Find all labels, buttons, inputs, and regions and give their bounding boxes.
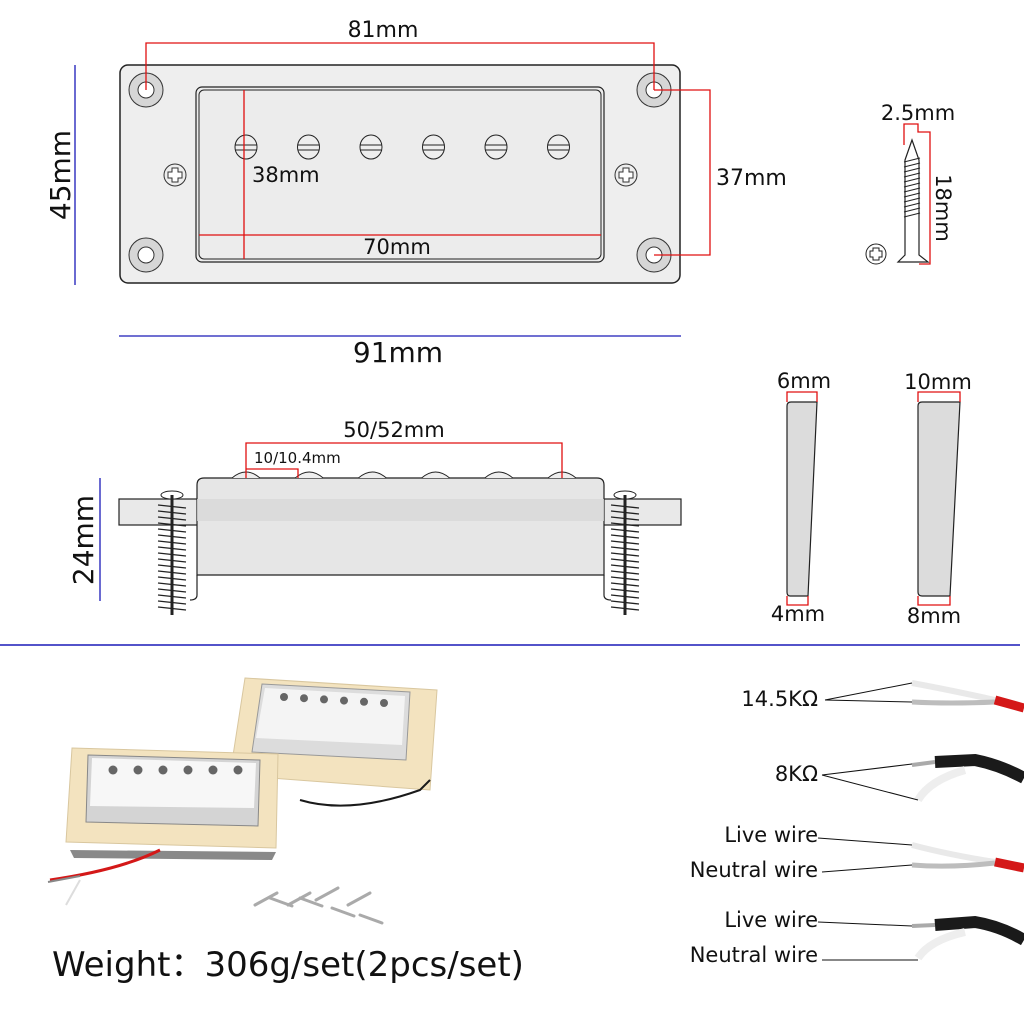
side-pole-cap [358,471,387,479]
side-pole-cap [484,471,514,479]
dim-81mm-line [145,42,655,90]
neutral-wire-label-2: Neutral wire [689,943,818,967]
corner-hole-bottom-left [128,237,164,273]
phillips-screw-right-icon [614,163,638,187]
pole-piece-icon [422,134,445,160]
dim-pole-spacing-label: 10/10.4mm [254,449,341,467]
phillips-head-icon [865,243,887,265]
screw-length-label: 18mm [931,174,955,242]
side-pole-cap [421,471,450,479]
dim-70mm-label: 70mm [363,235,431,259]
top-view-pickup: 81mm 37mm 38mm 70mm 45mm 91mm [44,18,787,369]
product-photo [47,677,438,925]
pickup-cover-outer [195,86,605,263]
pole-piece-icon [547,134,570,160]
mounting-screw: 2.5mm 18mm [865,101,955,265]
dim-pole-span-line [245,442,563,478]
screw-diameter-label: 2.5mm [881,101,955,125]
dim-37mm-label: 37mm [716,166,787,191]
weight-caption: Weight：306g/set(2pcs/set) [52,945,524,985]
ring-overlap [197,499,604,521]
dim-81mm-label: 81mm [348,18,419,43]
base-plate-legs [189,575,612,601]
screw-photo [298,896,324,908]
profile-large-bottom-label: 8mm [906,604,962,628]
profile-small-bottom-label: 4mm [770,602,826,626]
pole-piece-icon [234,134,258,160]
pickup-front [47,747,279,906]
side-pole-caps [231,471,577,479]
screw-photo [358,913,384,925]
dim-91mm-label: 91mm [353,336,443,369]
live-wire-label-1: Live wire [724,823,818,847]
resistance-label-1: 14.5KΩ [741,687,818,711]
pickup-cover-inner [198,89,602,260]
dim-24mm-label: 24mm [67,495,100,585]
live-wire-label-2: Live wire [724,908,818,932]
dim-pole-span-label: 50/52mm [343,418,444,442]
dim-pole-spacing-line [246,468,299,478]
screw-photo [253,891,279,907]
screw-photo [346,891,372,907]
pickup-cover-side [196,477,605,576]
wiring-diagram [817,680,1024,961]
screw-threads [903,157,921,218]
ring-profile-large: 10mm [904,370,972,606]
screw-photo [330,906,356,918]
resistance-label-2: 8KΩ [774,762,818,786]
wire-group-red-lead [817,837,1024,873]
side-pole-cap [294,471,324,479]
profile-large-top-dim [917,391,961,402]
pickup-back [229,677,438,807]
pole-piece-icon [297,134,320,160]
spring-icon [610,490,640,615]
screw-dim-line [903,123,931,265]
pole-piece-icon [359,134,383,160]
pole-piece-icon [484,134,508,160]
profile-small-top-dim [786,391,818,402]
screw-pile [253,886,384,925]
wire-group-14k [824,680,1024,713]
dim-45mm-label: 45mm [44,130,77,220]
dim-38mm-label: 38mm [252,163,320,187]
spring-icon [157,490,187,615]
screw-photo [314,886,340,902]
wire-group-black-lead [817,915,1024,961]
profile-small-top-label: 6mm [777,369,831,393]
side-view-pickup: 50/52mm 10/10.4mm 24mm [67,418,682,615]
neutral-wire-label-1: Neutral wire [689,858,818,882]
pole-pieces [234,134,570,160]
ring-profile-small: 6mm 8mm [777,369,831,606]
profile-small-bottom-dim [786,596,809,606]
screw-body [896,138,930,263]
wire-group-8k [821,753,1024,803]
phillips-screw-left-icon [163,163,187,187]
height-springs [157,490,640,615]
profile-large-top-label: 10mm [904,370,972,394]
profile-large-bottom-dim [917,596,951,606]
dim-37mm-line [654,89,711,256]
